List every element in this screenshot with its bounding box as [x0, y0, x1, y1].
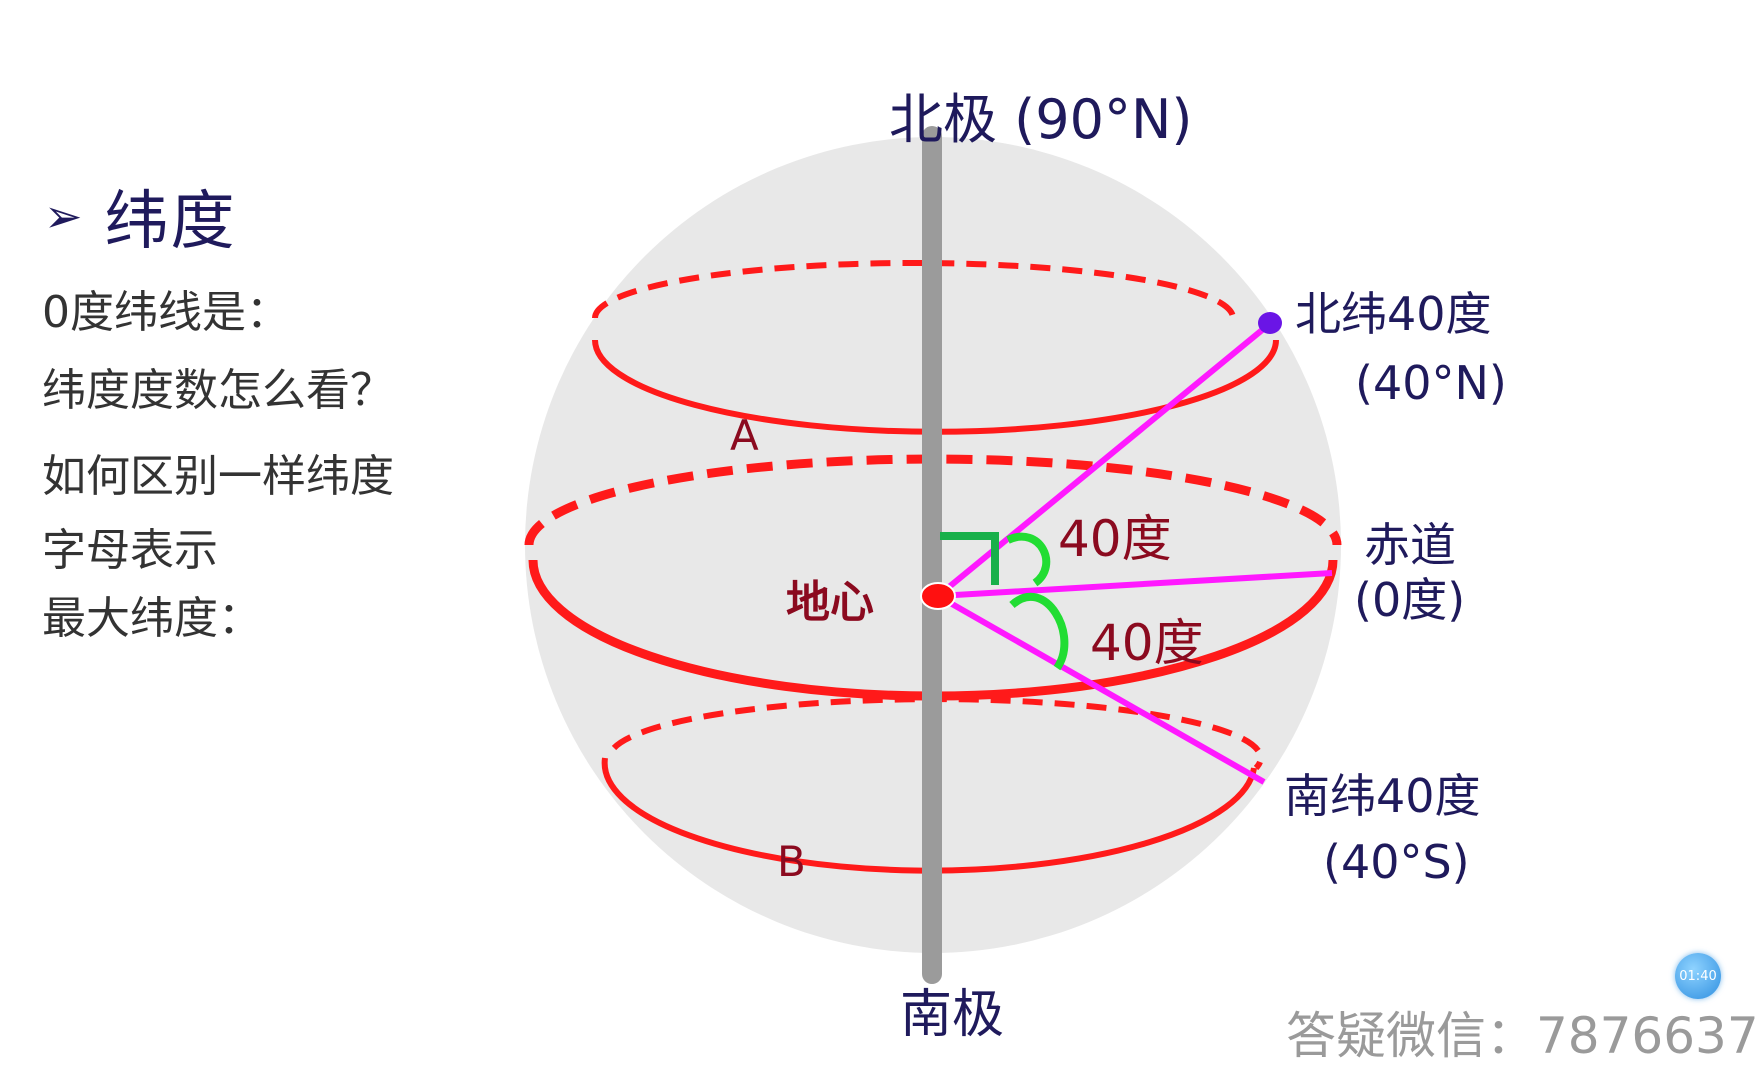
question-item: 0度纬线是：	[42, 287, 290, 338]
question-item: 纬度度数怎么看？	[42, 365, 394, 416]
equator-back	[524, 454, 1342, 546]
question-item: 字母表示	[42, 525, 218, 576]
section-heading: ➢ 纬度	[44, 170, 237, 262]
earth-center-point	[920, 582, 956, 610]
timer-badge[interactable]: 01:40	[1675, 953, 1721, 999]
earth-center-label: 地心	[786, 577, 874, 628]
equator-code: (0度)	[1354, 573, 1465, 627]
angle-arc-top	[1006, 532, 1051, 587]
arrow-bullet-icon: ➢	[44, 189, 83, 243]
radius-to-south	[936, 593, 1266, 785]
angle-arc-bottom	[1009, 593, 1069, 671]
south-latitude-code: (40°S)	[1323, 835, 1470, 889]
question-item: 如何区别一样纬度	[42, 451, 394, 502]
heading-title: 纬度	[104, 185, 237, 259]
letter-a-label: A	[730, 411, 759, 460]
south-latitude-label: 南纬40度	[1284, 769, 1481, 823]
south-latitude-back	[611, 696, 1264, 771]
north-latitude-back	[592, 259, 1236, 319]
equator-label: 赤道	[1364, 518, 1456, 572]
letter-b-label: B	[777, 837, 806, 886]
south-latitude-front	[601, 757, 1257, 874]
north-latitude-code: (40°N)	[1355, 356, 1507, 410]
south-pole-label: 南极	[900, 985, 1004, 1045]
right-angle-mark	[940, 532, 999, 585]
north-latitude-label: 北纬40度	[1295, 287, 1492, 341]
watermark-text: 答疑微信：7876637	[1286, 1007, 1759, 1065]
angle-bottom-label: 40度	[1090, 614, 1204, 672]
north-pole-label: 北极 (90°N)	[889, 88, 1192, 151]
radius-to-equator	[937, 570, 1333, 599]
question-item: 最大纬度：	[42, 593, 262, 644]
north-40-point	[1258, 312, 1282, 334]
angle-top-label: 40度	[1058, 510, 1172, 568]
